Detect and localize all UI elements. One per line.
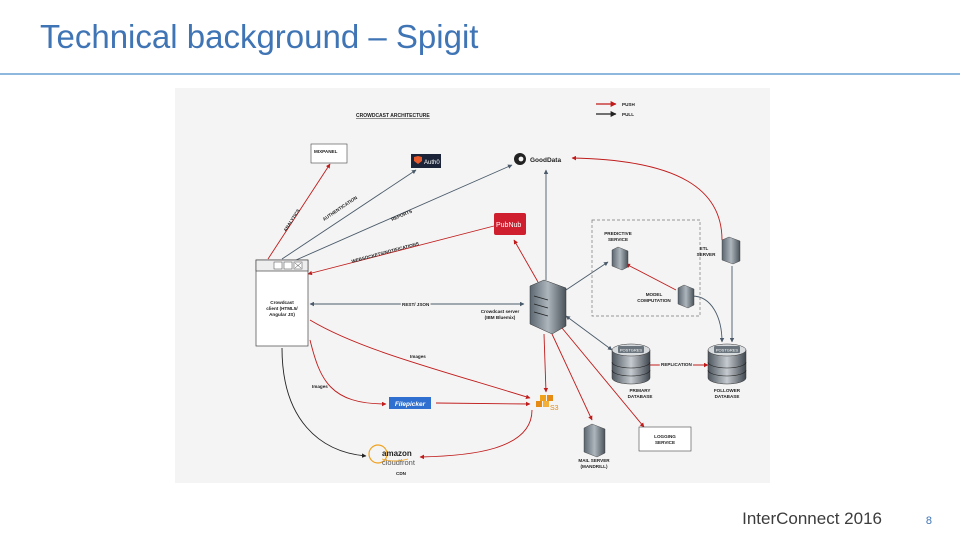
edge-server-logging — [561, 327, 645, 428]
edge-label-images-top: Images — [410, 354, 426, 359]
edge-analytics — [267, 163, 331, 260]
auth0-label: Auth0 — [424, 160, 440, 166]
s3-label: S3 — [550, 405, 559, 412]
node-client: Crowdcast client (HTML5/ Angular JS) — [255, 259, 309, 347]
server-icon — [529, 279, 567, 335]
legend: PUSH PULL — [596, 101, 635, 117]
client-label-3: Angular JS) — [269, 312, 295, 317]
server-label-2: (IBM Bluemix) — [485, 315, 516, 320]
node-mixpanel: MIXPANEL — [310, 143, 348, 164]
cloudfront-icon — [368, 444, 388, 464]
edge-images-filepicker — [309, 339, 387, 407]
edge-model-predictive — [625, 263, 677, 291]
edge-label-replication: REPLICATION — [661, 362, 692, 367]
edge-s3-cloudfront — [419, 409, 533, 460]
edge-images-s3 — [309, 319, 531, 399]
primary-db-label-1: PRIMARY — [629, 388, 650, 393]
pubnub-label: PubNub — [496, 222, 521, 229]
node-logging: LOGGING SERVICE — [638, 426, 692, 452]
edge-server-predictive — [565, 261, 609, 291]
primary-db-badge: POSTGRES — [620, 348, 643, 353]
legend-push: PUSH — [622, 102, 635, 107]
maximize-icon — [283, 261, 293, 270]
minimize-icon — [273, 261, 283, 270]
filepicker-label: Filepicker — [395, 401, 426, 408]
page-number: 8 — [925, 515, 932, 527]
client-label-2: client (HTML5/ — [266, 306, 298, 311]
edge-server-s3 — [543, 333, 549, 393]
predictive-label-2: SERVICE — [608, 237, 628, 242]
etl-label-2: SERVER — [697, 252, 716, 257]
edge-authentication — [281, 169, 417, 260]
footer-brand: InterConnect 2016 — [742, 509, 882, 528]
edge-model-follower — [691, 295, 725, 343]
node-cloudfront: amazon cloudfront CDN — [368, 444, 416, 476]
node-etl: ETL SERVER — [697, 236, 741, 265]
model-label-2: COMPUTATION — [637, 298, 671, 303]
logging-label-1: LOGGING — [654, 434, 676, 439]
node-gooddata: GoodData — [514, 153, 561, 165]
node-pubnub: PubNub — [494, 213, 526, 235]
edge-server-pubnub — [513, 239, 539, 283]
mail-label-1: MAIL SERVER — [578, 458, 610, 463]
cloudfront-brand-2: cloudfront — [382, 458, 416, 467]
server-label-1: Crowdcast server — [481, 309, 520, 314]
edge-filepicker-s3 — [435, 401, 531, 407]
edges — [267, 155, 735, 460]
gooddata-label: GoodData — [530, 157, 561, 164]
edge-label-images-left: Images — [312, 384, 328, 389]
edge-server-mail — [551, 333, 593, 421]
node-s3: S3 — [536, 395, 559, 412]
cloudfront-brand-1: amazon — [382, 449, 412, 458]
s3-cube-icon — [540, 395, 546, 401]
node-auth0: Auth0 — [411, 154, 441, 168]
node-follower-db: POSTGRES FOLLOWER DATABASE — [707, 343, 747, 399]
edge-reports — [295, 164, 513, 261]
mixpanel-label: MIXPANEL — [314, 149, 338, 154]
follower-db-badge: POSTGRES — [716, 348, 739, 353]
model-server-icon — [677, 284, 695, 309]
etl-server-icon — [721, 236, 741, 265]
node-primary-db: POSTGRES PRIMARY DATABASE — [611, 343, 653, 399]
logging-label-2: SERVICE — [655, 440, 675, 445]
cdn-label: CDN — [396, 471, 407, 476]
title-divider — [0, 73, 960, 75]
predictive-server-icon — [611, 246, 629, 271]
follower-db-label-2: DATABASE — [715, 394, 740, 399]
mail-server-icon — [583, 423, 606, 458]
node-mail: MAIL SERVER (MANDRILL) — [578, 423, 610, 469]
analytics-cluster — [591, 219, 701, 317]
node-filepicker: Filepicker — [389, 397, 431, 409]
follower-db-label-1: FOLLOWER — [714, 388, 741, 393]
mail-label-2: (MANDRILL) — [580, 464, 608, 469]
primary-db-label-2: DATABASE — [628, 394, 653, 399]
etl-label-1: ETL — [700, 246, 709, 251]
edge-server-primarydb — [565, 315, 613, 351]
edge-websockets — [307, 225, 495, 276]
predictive-label-1: PREDICTIVE — [604, 231, 632, 236]
node-server: Crowdcast server (IBM Bluemix) — [481, 279, 567, 335]
auth0-shield-icon — [414, 156, 422, 164]
edge-client-cloudfront — [281, 347, 367, 458]
edge-label-rest: REST/ JSON — [402, 302, 430, 307]
node-model: MODEL COMPUTATION — [637, 284, 695, 309]
client-label-1: Crowdcast — [270, 300, 294, 305]
node-predictive: PREDICTIVE SERVICE — [604, 231, 632, 271]
edge-etl-gooddata — [571, 155, 723, 241]
diagram-heading: CROWDCAST ARCHITECTURE — [356, 113, 430, 119]
legend-pull: PULL — [622, 112, 634, 117]
slide-title: Technical background – Spigit — [40, 18, 479, 55]
model-label-1: MODEL — [646, 292, 663, 297]
